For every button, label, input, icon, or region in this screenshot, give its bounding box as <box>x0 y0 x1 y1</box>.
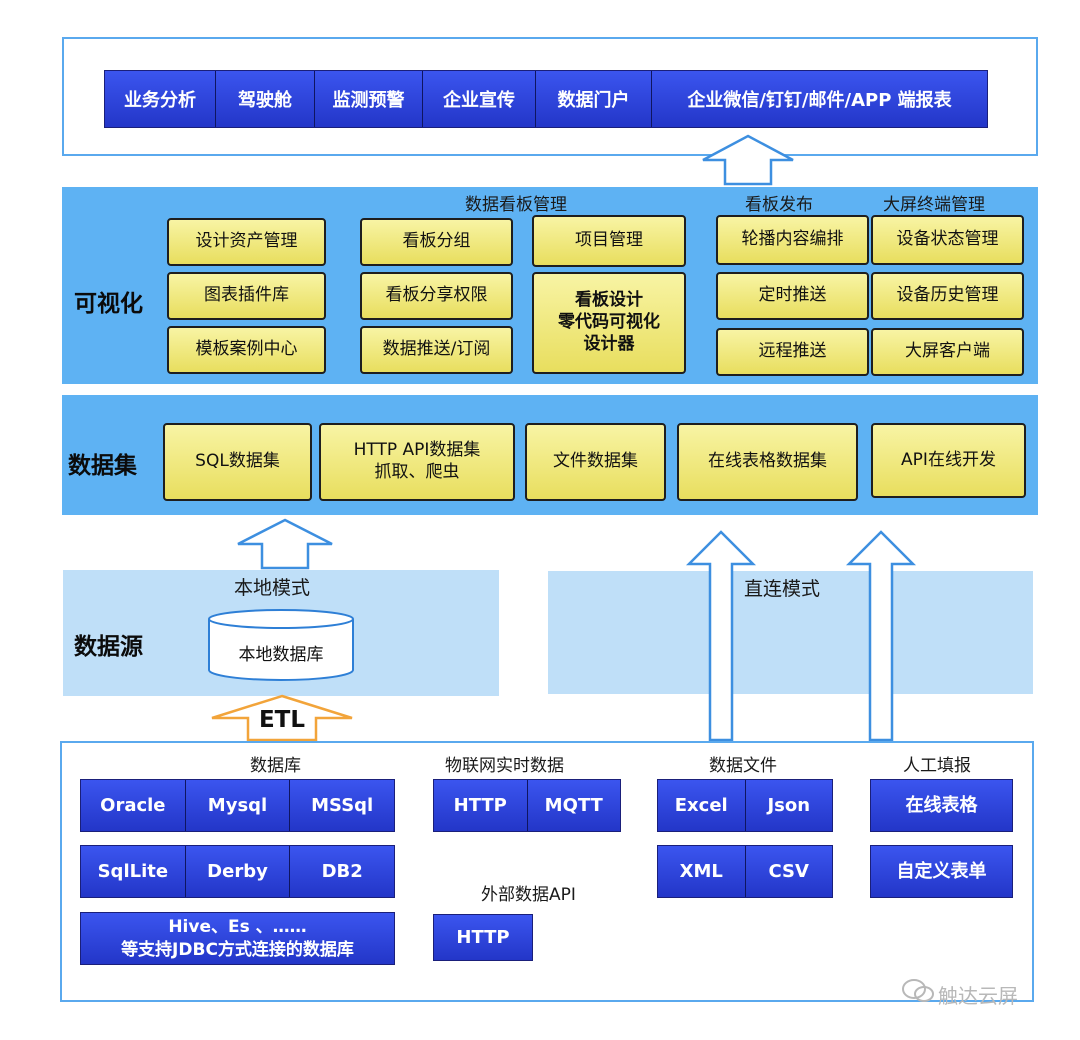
watermark-text: 触达云屏 <box>938 984 1018 1008</box>
arrow-up-icon <box>237 518 333 570</box>
http-api-line: 抓取、爬虫 <box>374 462 460 482</box>
source-item: Derby <box>186 846 291 897</box>
dataset-box-online-table: 在线表格数据集 <box>677 423 858 501</box>
output-tab: 业务分析 <box>105 71 216 127</box>
output-tab-bar: 业务分析 驾驶舱 监测预警 企业宣传 数据门户 企业微信/钉钉/邮件/APP 端… <box>104 70 988 128</box>
dataset-box-sql: SQL数据集 <box>163 423 312 501</box>
feature-box: 设备状态管理 <box>871 215 1024 265</box>
local-db-label: 本地数据库 <box>238 645 324 665</box>
feature-box-designer: 看板设计 零代码可视化 设计器 <box>532 272 686 374</box>
direct-mode-zone <box>548 571 1033 694</box>
source-bar-file-row1: Excel Json <box>657 779 833 832</box>
feature-box-project-mgmt: 项目管理 <box>532 215 686 267</box>
http-api-line: HTTP API数据集 <box>353 440 481 461</box>
source-bar-file-row2: XML CSV <box>657 845 833 898</box>
source-item: Json <box>767 794 811 816</box>
designer-line: 看板设计 <box>575 290 643 311</box>
source-bar-ext-api: HTTP <box>433 914 533 961</box>
group-title-dashboard-mgmt: 数据看板管理 <box>465 195 567 215</box>
source-bar-iot: HTTP MQTT <box>433 779 621 832</box>
wechat-icon <box>902 979 934 1002</box>
feature-box: 远程推送 <box>716 328 869 376</box>
source-group-title-file: 数据文件 <box>709 756 777 776</box>
output-tab: 企业微信/钉钉/邮件/APP 端报表 <box>687 90 952 111</box>
arrow-up-icon <box>702 134 794 186</box>
source-item: SqlLite <box>81 846 186 897</box>
designer-line: 零代码可视化 <box>558 312 660 333</box>
source-item: HTTP <box>456 926 510 948</box>
feature-box: 看板分组 <box>360 218 513 266</box>
local-mode-label: 本地模式 <box>234 577 311 599</box>
feature-box: 设备历史管理 <box>871 272 1024 320</box>
group-title-screen-mgmt: 大屏终端管理 <box>883 195 985 215</box>
arrow-up-icon <box>845 530 917 742</box>
database-icon <box>208 609 354 681</box>
jdbc-line: Hive、Es 、…… <box>168 917 307 938</box>
dataset-box-api-dev: API在线开发 <box>871 423 1026 498</box>
source-bar-db-row3: Hive、Es 、…… 等支持JDBC方式连接的数据库 <box>80 912 395 965</box>
feature-box: 模板案例中心 <box>167 326 326 374</box>
dataset-box-file: 文件数据集 <box>525 423 666 501</box>
source-item: Mysql <box>186 780 291 831</box>
jdbc-line: 等支持JDBC方式连接的数据库 <box>121 939 354 960</box>
source-bar-db-row2: SqlLite Derby DB2 <box>80 845 395 898</box>
feature-box: 轮播内容编排 <box>716 215 869 265</box>
arrow-up-icon <box>685 530 757 742</box>
feature-box: 大屏客户端 <box>871 328 1024 376</box>
dataset-box-http-api: HTTP API数据集 抓取、爬虫 <box>319 423 515 501</box>
output-tab: 企业宣传 <box>423 71 536 127</box>
etl-arrow-icon <box>211 694 353 742</box>
feature-box: 设计资产管理 <box>167 218 326 266</box>
direct-mode-label: 直连模式 <box>744 578 821 600</box>
source-item: DB2 <box>321 860 363 882</box>
source-item: MQTT <box>544 794 603 816</box>
datasource-title: 数据源 <box>74 634 143 660</box>
source-group-title-ext-api: 外部数据API <box>481 885 576 905</box>
feature-box: 定时推送 <box>716 272 869 320</box>
output-tab: 驾驶舱 <box>216 71 315 127</box>
source-item-jdbc: Hive、Es 、…… 等支持JDBC方式连接的数据库 <box>81 913 394 964</box>
source-bar-manual-row1: 在线表格 <box>870 779 1013 832</box>
source-bar-manual-row2: 自定义表单 <box>870 845 1013 898</box>
source-bar-db-row1: Oracle Mysql MSSql <box>80 779 395 832</box>
source-item: CSV <box>768 860 809 882</box>
source-item: HTTP <box>434 780 528 831</box>
source-item: XML <box>658 846 746 897</box>
visualization-title: 可视化 <box>74 291 143 317</box>
output-tab: 监测预警 <box>315 71 423 127</box>
dataset-title: 数据集 <box>68 453 137 479</box>
group-title-publish: 看板发布 <box>745 195 813 215</box>
source-item: MSSql <box>311 794 374 816</box>
source-group-title-manual: 人工填报 <box>903 756 971 776</box>
source-group-title-db: 数据库 <box>250 756 301 776</box>
source-item: 在线表格 <box>905 794 978 816</box>
etl-label: ETL <box>258 707 306 733</box>
designer-line: 设计器 <box>583 333 635 354</box>
feature-box: 数据推送/订阅 <box>360 326 513 374</box>
source-item: 自定义表单 <box>896 860 987 882</box>
output-tab: 数据门户 <box>536 71 652 127</box>
source-group-title-iot: 物联网实时数据 <box>445 756 564 776</box>
source-item: Excel <box>658 780 746 831</box>
feature-box: 图表插件库 <box>167 272 326 320</box>
feature-box: 看板分享权限 <box>360 272 513 320</box>
source-item: Oracle <box>81 780 186 831</box>
